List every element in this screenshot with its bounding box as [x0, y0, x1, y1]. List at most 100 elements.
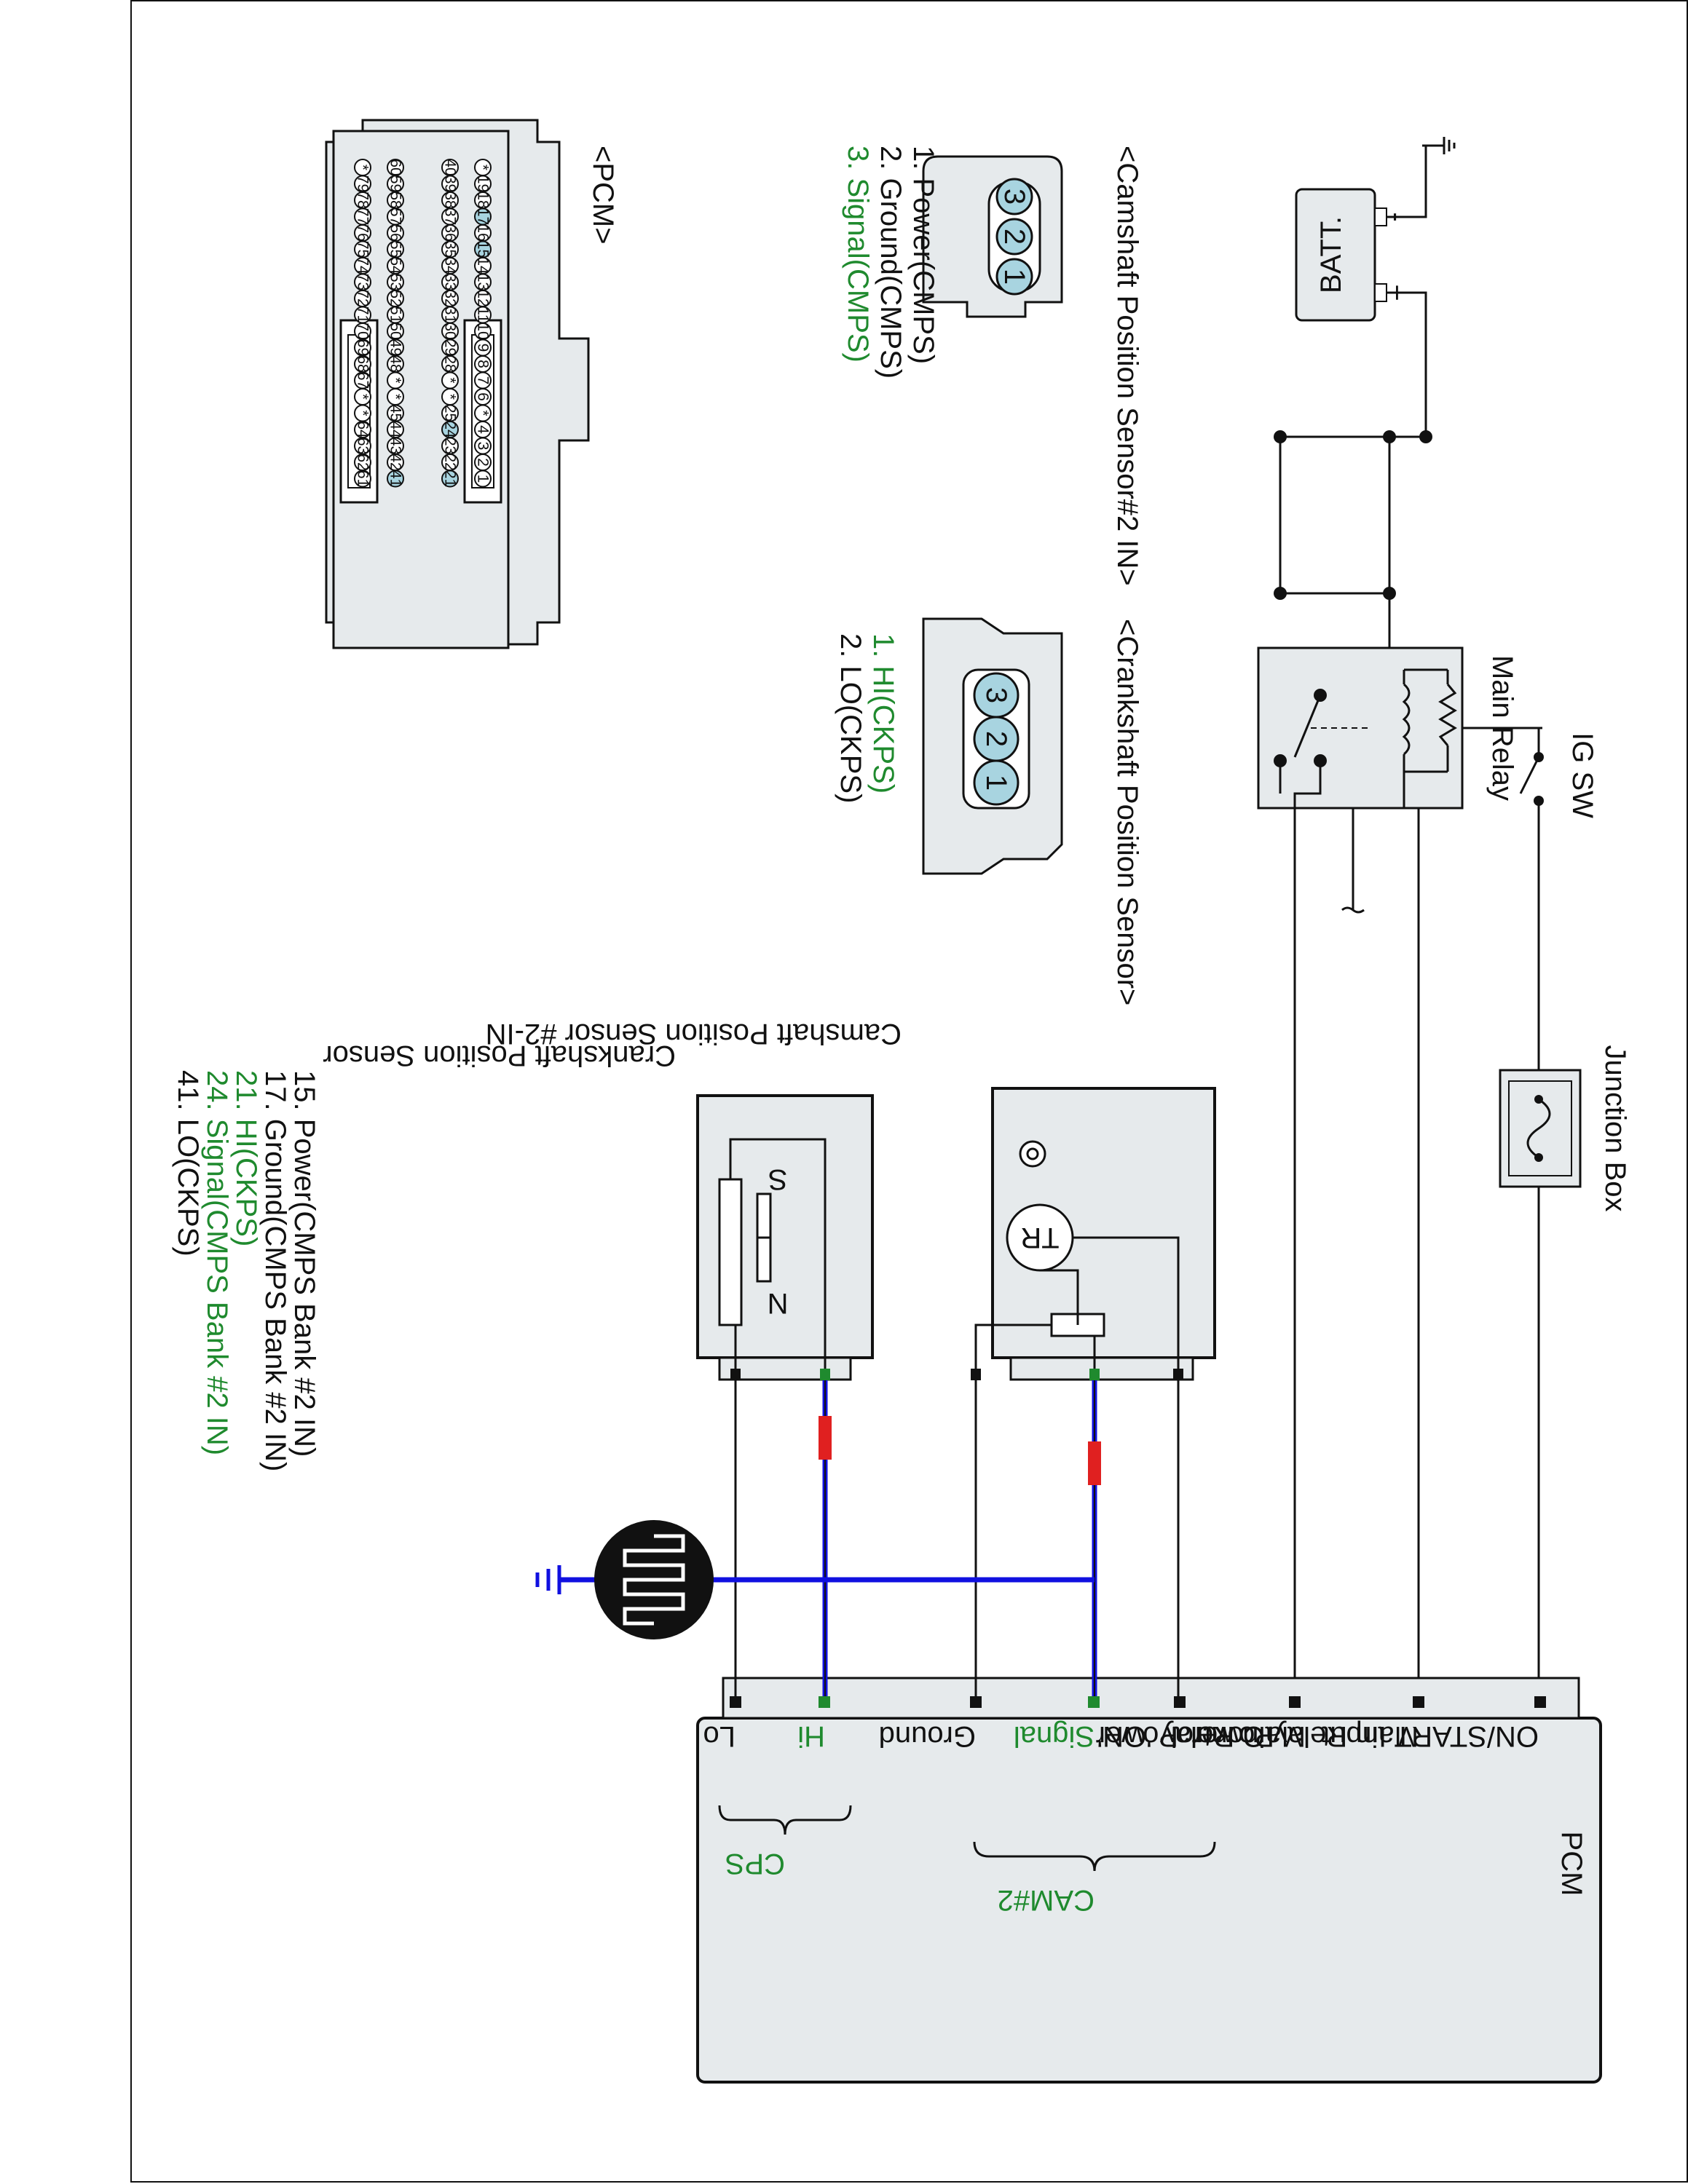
pcm-terminal-power-b: Power	[1192, 1720, 1274, 1752]
trunk-lines	[1274, 430, 1539, 729]
pcm-pin-label: 54	[387, 257, 404, 274]
ckp-legend-2: 2. LO(CKPS)	[835, 633, 867, 803]
pcm-connector-title: <PCM>	[587, 146, 619, 245]
junction-box: Junction Box	[1499, 1045, 1631, 1212]
sensor-wires	[535, 1380, 1180, 1696]
pcm-terminals	[730, 1696, 1546, 1708]
pcm-pin-label: 75	[355, 241, 371, 258]
pcm-pin-label: 55	[387, 241, 404, 258]
pcm-terminal-lo: Lo	[703, 1720, 736, 1752]
pcm-pin-label: 53	[387, 274, 404, 290]
pcm-pin-label: 79	[355, 175, 371, 192]
pcm-pin	[441, 470, 459, 488]
pcm-legend-3: 21. HI(CKPS)	[230, 1070, 262, 1246]
cmp-connector-title: <Camshaft Position Sensor#2 IN>	[1111, 146, 1143, 586]
pcm-pin-label: *	[355, 165, 371, 170]
pcm-terminal-hi: Hi	[797, 1720, 825, 1752]
pcm-pin-label: *	[442, 394, 459, 400]
ckp-sensor-n: N	[768, 1287, 789, 1319]
pcm-pin-label: 17	[475, 208, 492, 225]
pcm-pin-label: 39	[442, 175, 459, 192]
pcm-pin-label: *	[475, 410, 492, 416]
pcm-pin-label: 73	[355, 274, 371, 290]
pcm-pin-label: *	[355, 394, 371, 400]
pcm-legend-5: 41. LO(CKPS)	[172, 1070, 204, 1257]
main-relay-label: Main Relay	[1486, 655, 1518, 801]
pcm-pin-label: *	[355, 410, 371, 416]
pcm-pin-label: 35	[442, 241, 459, 258]
pcm-pin-label: 72	[355, 290, 371, 306]
pcm-pin-label: 23	[442, 438, 459, 454]
cmp-connector: <Camshaft Position Sensor#2 IN> 3 2 1 1.…	[842, 146, 1143, 586]
pcm-pin-label: 77	[355, 208, 371, 225]
pcm-pin-label: 52	[387, 290, 404, 306]
pcm-pin	[354, 470, 371, 488]
diagram-rotated: BATT. - +	[172, 119, 1631, 2084]
pcm-pin-label: 15	[475, 241, 492, 258]
pcm-pin-label: 60	[387, 159, 404, 175]
pcm-pin-label: 16	[475, 224, 492, 241]
ckp-sensor-s: S	[768, 1163, 788, 1195]
pcm-input-wires	[1279, 761, 1540, 1696]
pcm-pin-label: 69	[355, 339, 371, 356]
cmp-sensor-tr-label: TR	[1020, 1222, 1059, 1254]
pcm-pin-label: *	[475, 165, 492, 170]
pcm-pin-label: 18	[475, 191, 492, 208]
pcm-terminal-onstart: ON/START Input	[1322, 1720, 1539, 1752]
pcm-pins: *191817161514131211109876*43214039383736…	[354, 159, 492, 488]
pcm-box-title: PCM	[1555, 1832, 1588, 1896]
pcm-pin-label: 9	[475, 344, 492, 352]
pcm-pin-label: 14	[475, 257, 492, 274]
pcm-pin-label: 63	[355, 438, 371, 454]
pcm-terminal-relay-on: Main Relay 'ON'	[1097, 1720, 1306, 1752]
pcm-pin-label: 44	[387, 421, 404, 438]
pcm-pin-label: 8	[475, 360, 492, 368]
battery-box	[1295, 188, 1376, 322]
pcm-pin-label: 37	[442, 208, 459, 225]
pcm-legend-4: 24. Signal(CMPS Bank #2 IN)	[201, 1070, 233, 1455]
pcm-pin-label: 25	[442, 405, 459, 422]
main-relay: Main Relay	[1257, 646, 1518, 810]
main-relay-box	[1257, 646, 1464, 810]
pcm-pin-label: 34	[442, 257, 459, 274]
pcm-pin-label: 71	[355, 306, 371, 323]
bus	[1274, 430, 1426, 593]
pcm-pin	[387, 470, 404, 488]
ckp-connector: <Crankshaft Position Sensor> 3 2 1 1. HI…	[835, 617, 1143, 1005]
pcm-pin-label: 41	[387, 470, 404, 487]
pcm-pin-label: 38	[442, 191, 459, 208]
pcm-pin-label: 67	[355, 372, 371, 389]
pcm-pin-label: 43	[387, 438, 404, 454]
pcm-terminal-signal: Signal	[1014, 1720, 1095, 1752]
pcm-pin-label: 59	[387, 175, 404, 192]
ig-switch: IG SW	[1519, 727, 1598, 1056]
ckp-legend-1: 1. HI(CKPS)	[867, 633, 899, 794]
ckp-connector-title: <Crankshaft Position Sensor>	[1111, 619, 1143, 1005]
ig-switch-label: IG SW	[1566, 732, 1598, 818]
cmp-sensor: TR Camshaft Position Sensor #2-IN	[486, 1018, 1216, 1381]
pcm-pin-label: 21	[442, 470, 459, 487]
pcm-pin-label: 57	[387, 208, 404, 225]
pcm-pin-label: 49	[387, 339, 404, 356]
pcm-pin-label: 42	[387, 454, 404, 470]
ckp-pin-3: 3	[980, 687, 1012, 703]
pcm-pin-label: 50	[387, 323, 404, 339]
pcm-pin-label: 31	[442, 306, 459, 323]
pcm-pin-label: 3	[475, 442, 492, 451]
pcm-pin-label: 45	[387, 405, 404, 422]
pcm-pin-label: *	[442, 377, 459, 383]
pcm-box-rect	[696, 1717, 1602, 2084]
pcm-terminal-relay-control: Main Relay Control	[1171, 1720, 1419, 1752]
pcm-legend-2: 17. Ground(CMPS Bank #2 IN)	[259, 1070, 291, 1471]
cmp-pin-2: 2	[998, 229, 1030, 245]
pcm-pin-label: 70	[355, 323, 371, 339]
pcm-pin-label: 11	[475, 307, 492, 323]
pcm-pin-label: 28	[442, 355, 459, 372]
cmp-legend-2: 2. Ground(CMPS)	[875, 146, 907, 379]
cmp-pin-1: 1	[998, 269, 1030, 285]
cmp-sensor-label: Camshaft Position Sensor #2-IN	[486, 1018, 902, 1050]
pcm-box: PCM ON/START Input Main Relay Control Ma…	[696, 1677, 1602, 2084]
pcm-pin-label: 29	[442, 339, 459, 356]
cmp-pin-3: 3	[998, 189, 1030, 205]
pcm-pin	[474, 470, 492, 488]
